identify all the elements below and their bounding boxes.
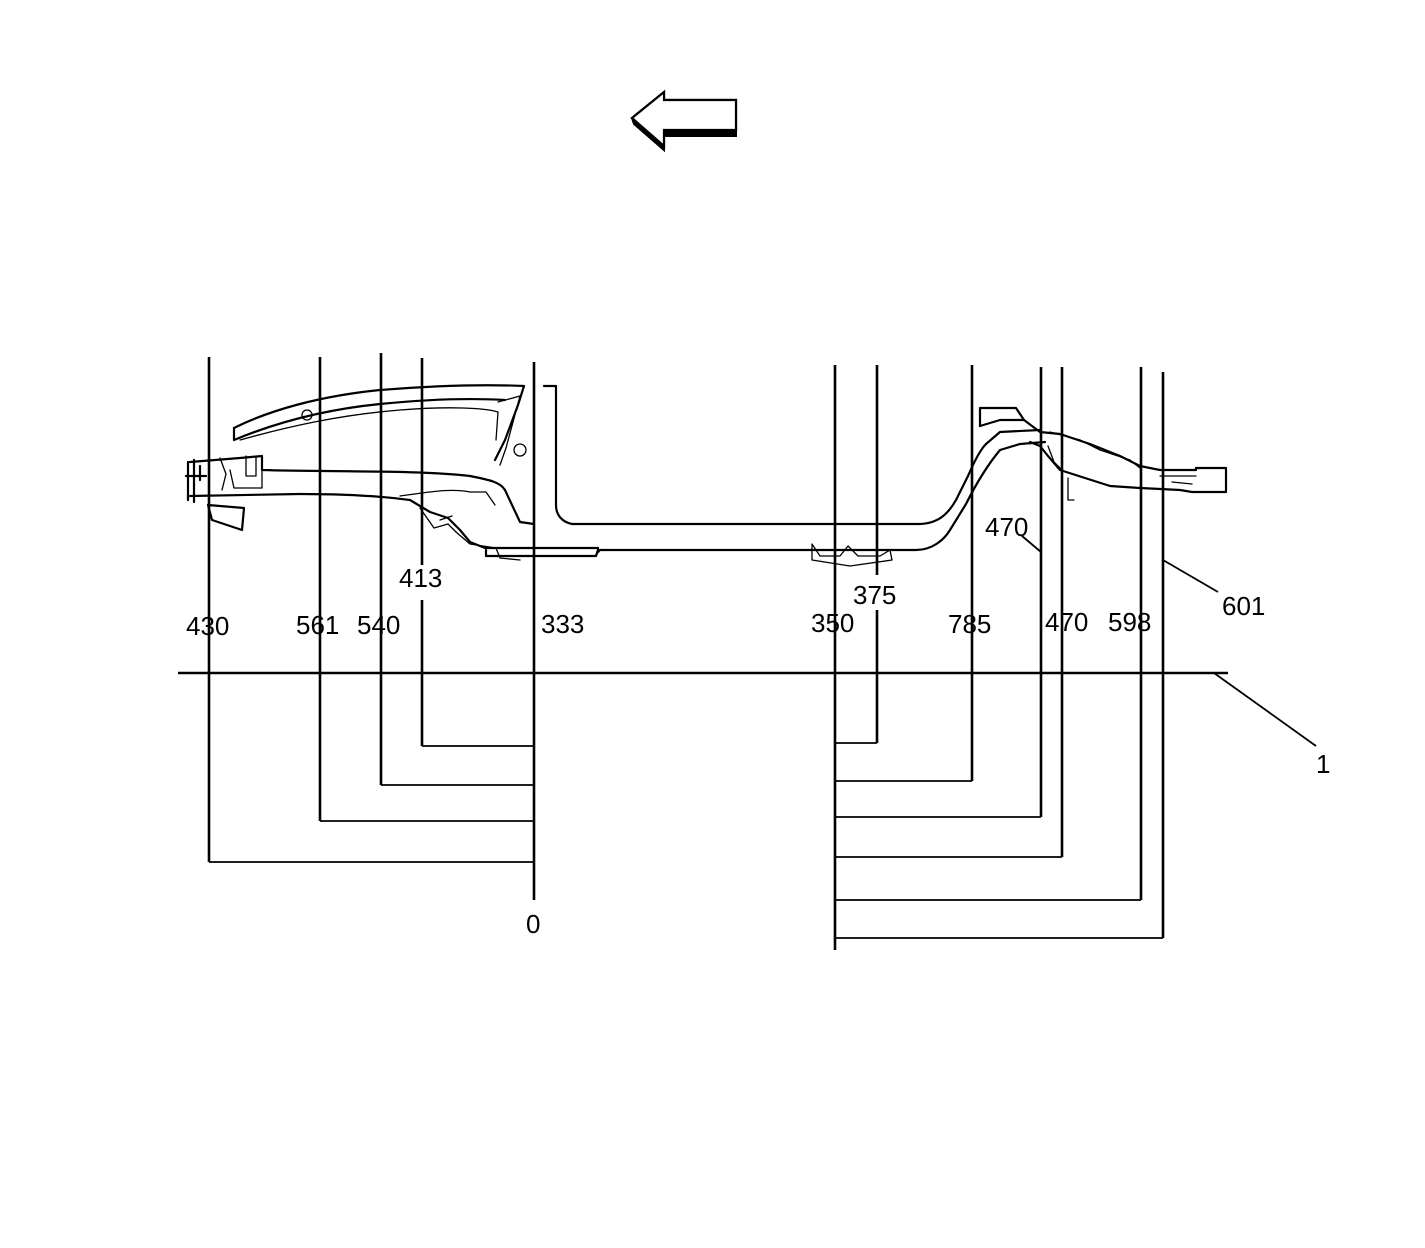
dimension-labels: 430 561 540 413 333 0 350 375 785 470 47…	[186, 512, 1265, 939]
left-arrow-icon	[630, 89, 738, 153]
dim-label-375: 375	[853, 580, 896, 610]
datum-callout-label: 1	[1316, 749, 1330, 779]
dim-label-561: 561	[296, 610, 339, 640]
dim-label-785: 785	[948, 609, 991, 639]
dim-label-350: 350	[811, 608, 854, 638]
dim-label-470: 470	[1045, 607, 1088, 637]
dim-label-470-upper: 470	[985, 512, 1028, 542]
datum-reference-line: 1	[178, 671, 1330, 779]
dim-label-540: 540	[357, 610, 400, 640]
rear-dimension-group	[833, 365, 1219, 950]
vehicle-underbody-outline	[184, 384, 1228, 567]
dim-label-430: 430	[186, 611, 229, 641]
dim-label-413: 413	[399, 563, 442, 593]
dim-label-601: 601	[1222, 591, 1265, 621]
dim-label-333: 333	[541, 609, 584, 639]
dim-label-598: 598	[1108, 607, 1151, 637]
front-dimension-group	[207, 353, 536, 900]
dim-label-0: 0	[526, 909, 540, 939]
